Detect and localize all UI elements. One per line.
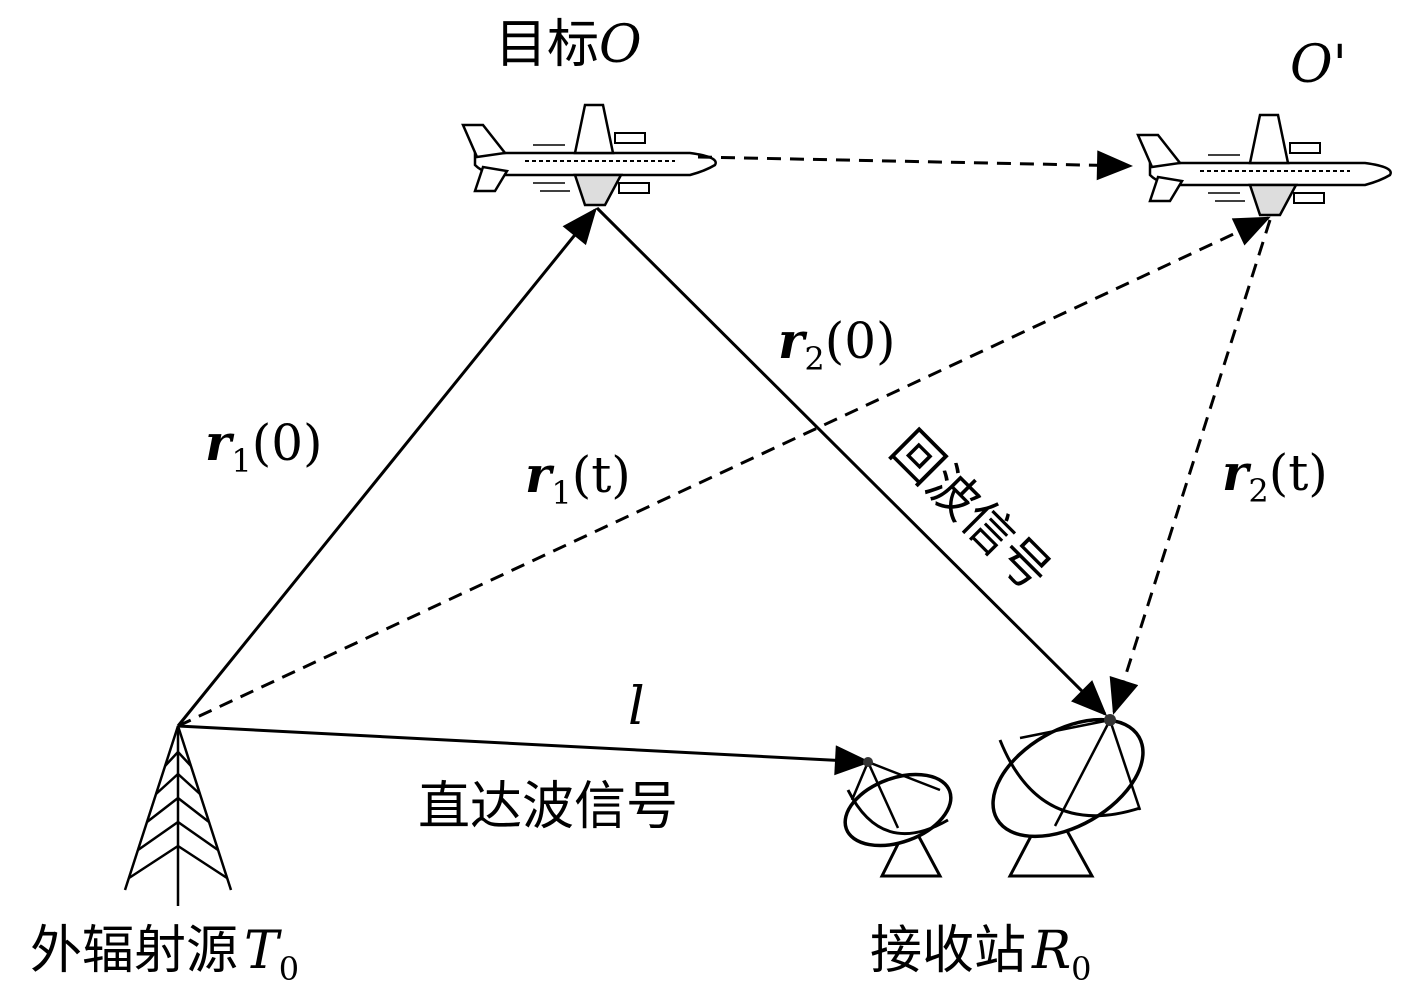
path-r2-0 [595, 206, 1108, 717]
label-r1-t: r1(t) [525, 445, 631, 512]
label-r2-t: r2(t) [1222, 443, 1328, 510]
dish-antenna-icon-small [843, 757, 953, 878]
baseline-label: l [628, 677, 645, 737]
target-motion-path [697, 150, 1133, 181]
path-r1-t [177, 216, 1271, 728]
target-moved-label: O' [1290, 35, 1347, 95]
path-r2-t [1109, 219, 1272, 715]
airplane-icon-target-moved [1136, 113, 1392, 217]
echo-signal-label: 回波信号 [880, 419, 1062, 601]
label-r2-0: r2(0) [778, 311, 896, 378]
dish-antenna-icon-large [991, 714, 1145, 878]
path-r1-0 [176, 207, 597, 727]
airplane-icon-target [461, 103, 717, 207]
direct-signal-label: 直达波信号 [418, 777, 678, 837]
label-r1-0: r1(0) [205, 413, 323, 480]
transmit-tower-icon [123, 725, 233, 906]
path-direct-l [177, 724, 871, 776]
target-label: 目标O [495, 15, 642, 75]
